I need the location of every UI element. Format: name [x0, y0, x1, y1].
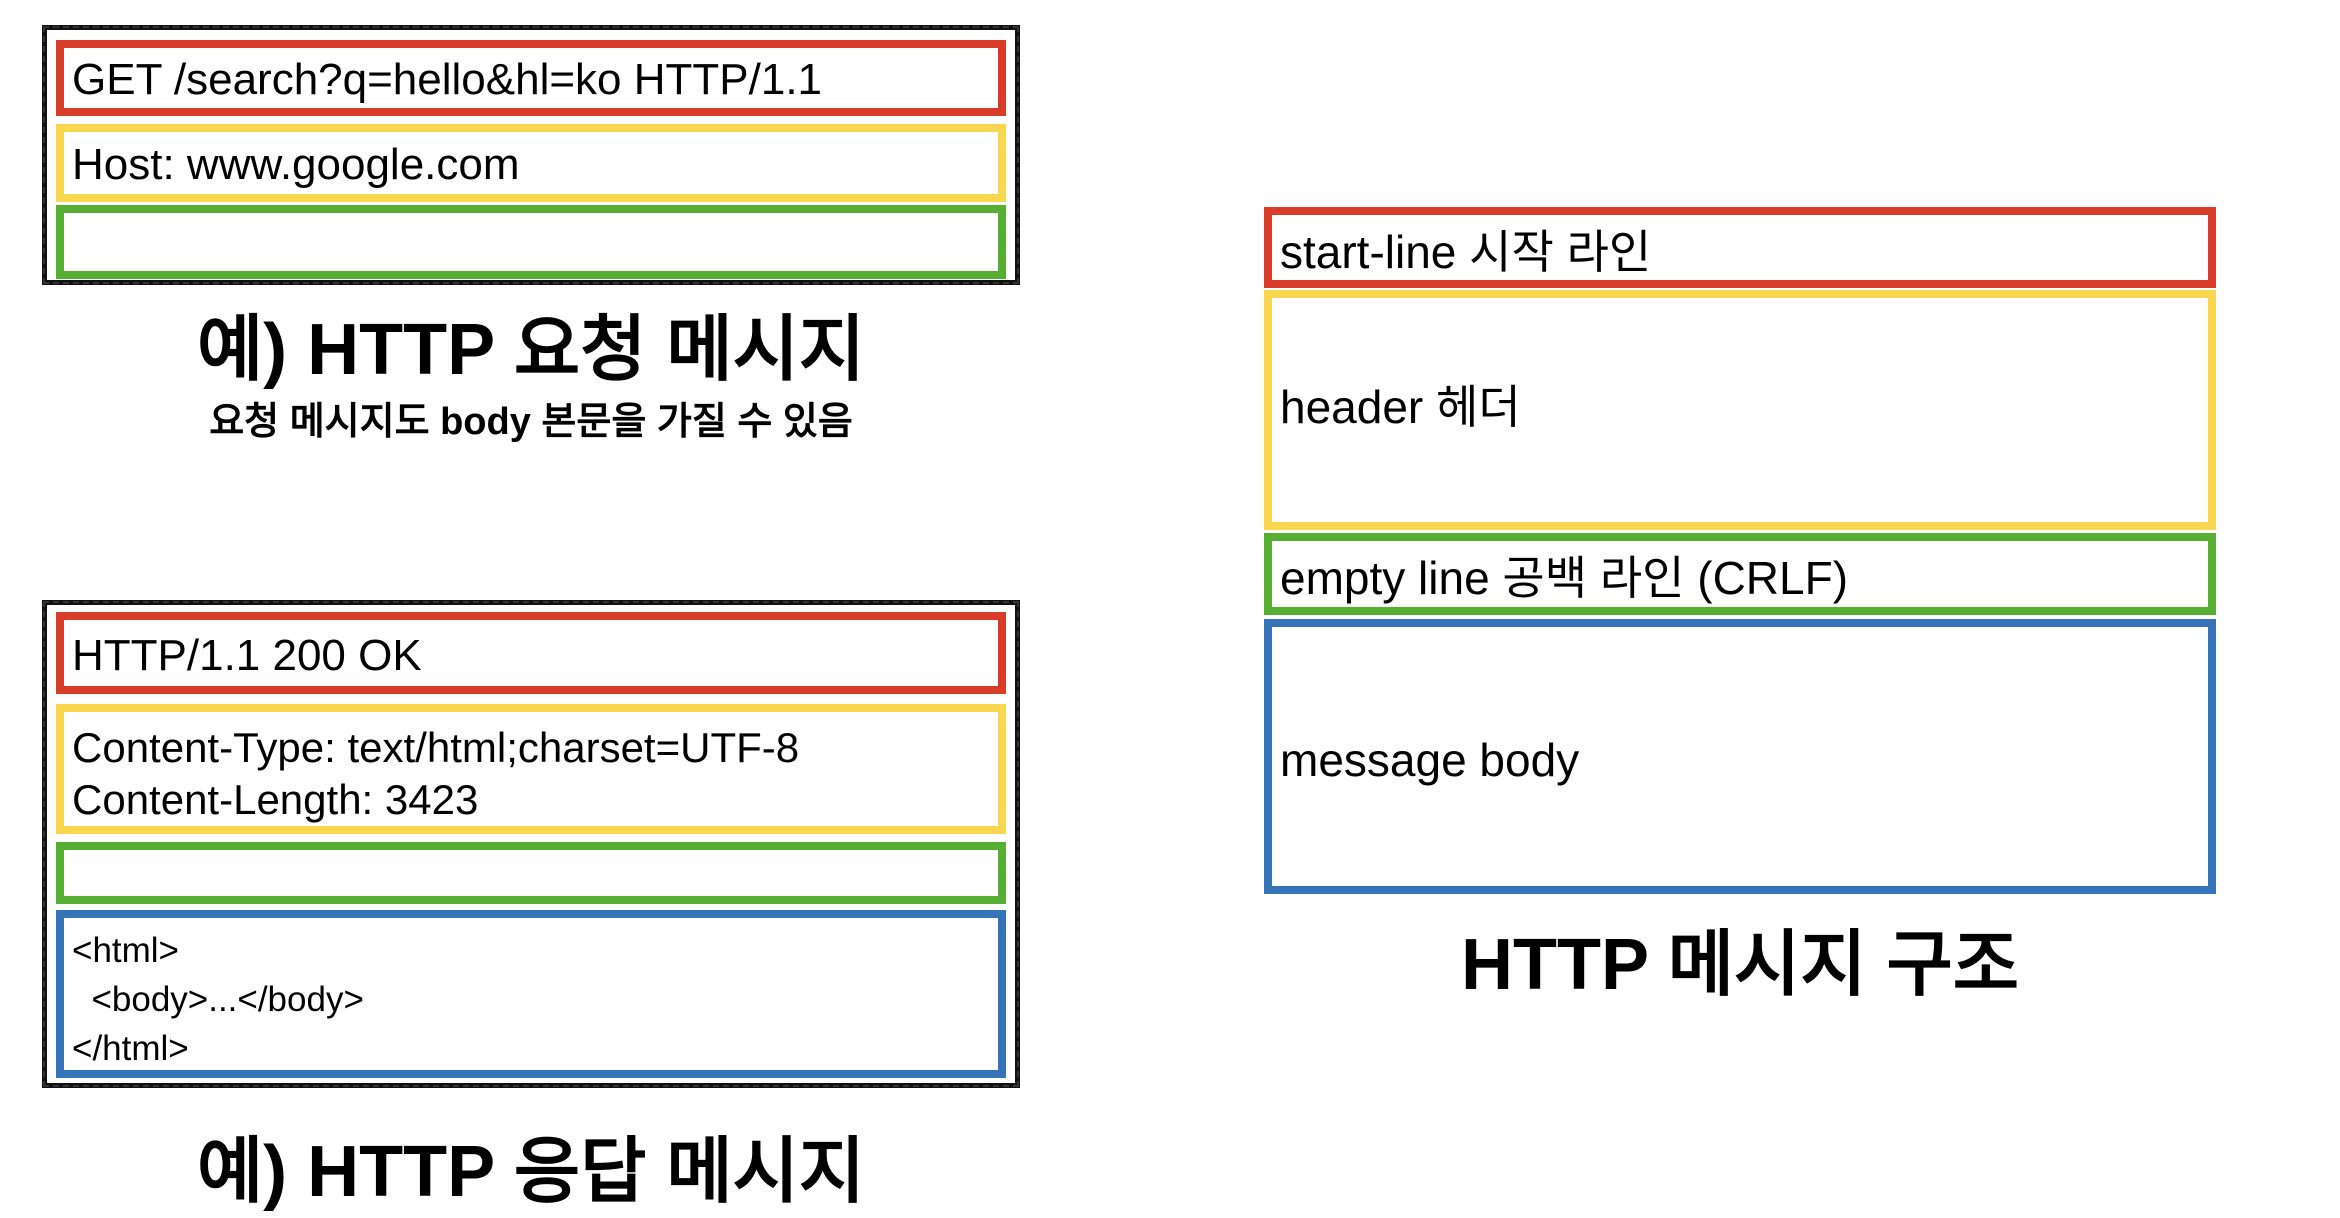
request-header-text: Host: www.google.com [72, 140, 520, 189]
request-empty-line [56, 205, 1006, 279]
response-start-line-text: HTTP/1.1 200 OK [72, 631, 422, 680]
request-start-line: GET /search?q=hello&hl=ko HTTP/1.1 [56, 40, 1006, 116]
response-start-line: HTTP/1.1 200 OK [56, 612, 1006, 694]
structure-empty-line-label: empty line 공백 라인 (CRLF) [1280, 552, 1849, 604]
request-start-line-text: GET /search?q=hello&hl=ko HTTP/1.1 [72, 55, 823, 104]
request-header: Host: www.google.com [56, 124, 1006, 202]
response-body-text: <html> <body>...</body> </html> [72, 931, 364, 1068]
response-empty-line [56, 842, 1006, 904]
structure-empty-line: empty line 공백 라인 (CRLF) [1264, 533, 2216, 615]
structure-message-body: message body [1264, 619, 2216, 894]
structure-header-label: header 헤더 [1280, 381, 1521, 433]
response-header-text: Content-Type: text/html;charset=UTF-8 Co… [72, 724, 800, 823]
structure-message-body-label: message body [1280, 734, 1580, 786]
structure-start-line-label: start-line 시작 라인 [1280, 226, 1652, 278]
response-message-box [42, 600, 1020, 1088]
response-title: 예) HTTP 응답 메시지 [196, 1132, 866, 1212]
request-subtitle: 요청 메시지도 body 본문을 가질 수 있음 [209, 401, 853, 443]
request-title: 예) HTTP 요청 메시지 [196, 310, 866, 390]
structure-start-line: start-line 시작 라인 [1264, 207, 2216, 288]
response-header: Content-Type: text/html;charset=UTF-8 Co… [56, 704, 1006, 834]
structure-title: HTTP 메시지 구조 [1461, 925, 2019, 1005]
structure-header: header 헤더 [1264, 290, 2216, 530]
request-message-box [42, 25, 1020, 285]
response-body: <html> <body>...</body> </html> [56, 910, 1006, 1078]
